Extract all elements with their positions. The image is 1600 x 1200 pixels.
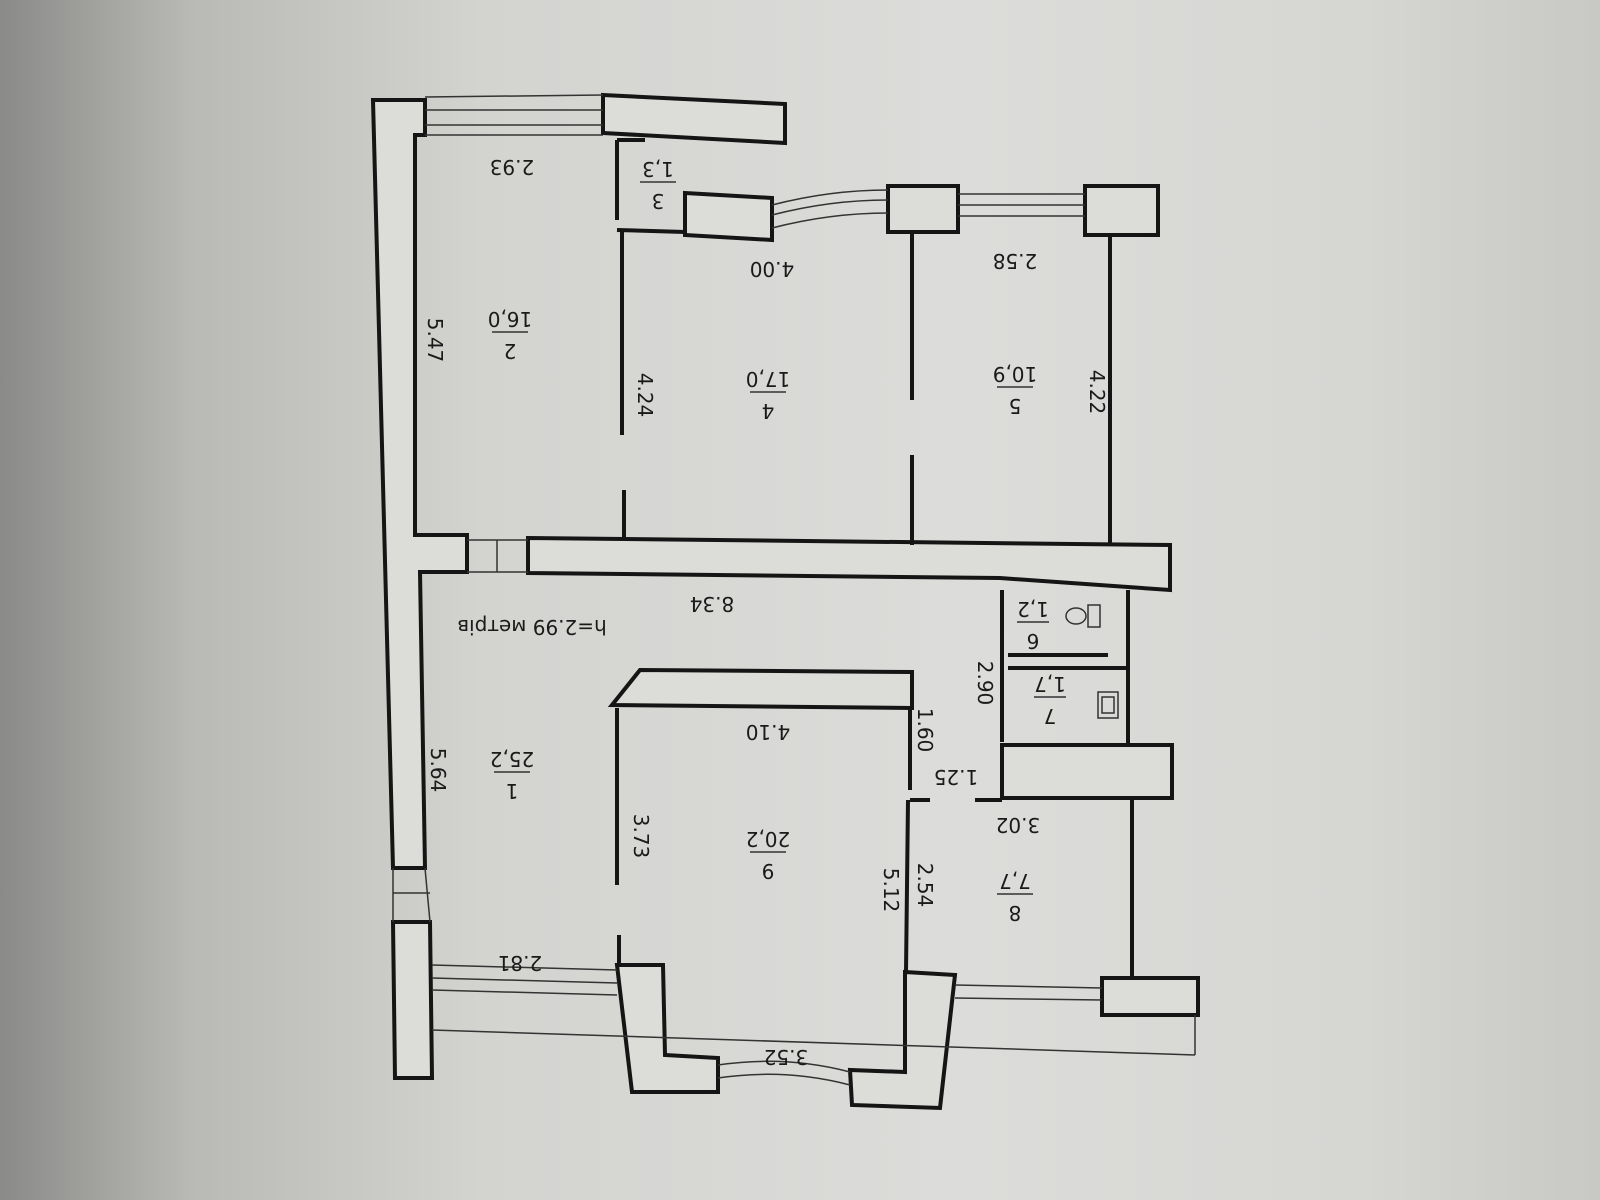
svg-text:5: 5 [1009, 394, 1022, 418]
room-4-label: 4 17,0 [746, 367, 791, 423]
room-3-label: 3 1,3 [640, 157, 676, 213]
svg-text:17,0: 17,0 [746, 367, 791, 391]
labels: h=2.99 метрів 1 25,2 2 16,0 3 1,3 4 17,0… [423, 155, 1119, 1069]
svg-text:16,0: 16,0 [488, 307, 533, 331]
svg-text:9: 9 [762, 859, 775, 883]
dim-3-02: 3.02 [996, 813, 1041, 837]
walls [370, 92, 1200, 1111]
room-9-label: 9 20,2 [746, 827, 791, 883]
svg-text:1,7: 1,7 [1034, 672, 1066, 696]
dim-5-47: 5.47 [423, 318, 447, 363]
room-7-label: 7 1,7 [1034, 672, 1066, 728]
dim-4-24: 4.24 [633, 373, 657, 418]
room-1-label: 1 25,2 [490, 747, 535, 803]
svg-text:10,9: 10,9 [993, 362, 1038, 386]
room-8-label: 8 7,7 [997, 869, 1033, 925]
svg-text:3: 3 [652, 189, 665, 213]
dim-2-54: 2.54 [913, 863, 937, 908]
ceiling-height-label: h=2.99 метрів [457, 615, 606, 639]
dim-8-34: 8.34 [690, 592, 735, 616]
svg-text:20,2: 20,2 [746, 827, 791, 851]
dim-2-81: 2.81 [498, 951, 543, 975]
svg-text:8: 8 [1009, 901, 1022, 925]
dim-3-52: 3.52 [764, 1045, 809, 1069]
dim-3-73: 3.73 [629, 814, 653, 859]
room-2-label: 2 16,0 [488, 307, 533, 363]
dim-2-90: 2.90 [973, 661, 997, 706]
dim-5-12: 5.12 [879, 868, 903, 913]
svg-text:6: 6 [1027, 629, 1040, 653]
svg-text:1,2: 1,2 [1017, 597, 1049, 621]
dim-2-93: 2.93 [490, 155, 535, 179]
dim-1-25: 1.25 [934, 765, 979, 789]
dim-2-58: 2.58 [993, 249, 1038, 273]
windows [392, 94, 1196, 1086]
svg-text:2: 2 [504, 339, 517, 363]
dim-4-22: 4.22 [1085, 370, 1109, 415]
room-6-label: 6 1,2 [1017, 597, 1049, 653]
room-5-label: 5 10,9 [993, 362, 1038, 418]
sink-icon [1097, 691, 1119, 719]
svg-text:4: 4 [762, 399, 775, 423]
svg-text:1,3: 1,3 [642, 157, 674, 181]
dim-4-00: 4.00 [750, 257, 795, 281]
svg-text:25,2: 25,2 [490, 747, 535, 771]
svg-text:7,7: 7,7 [999, 869, 1031, 893]
svg-text:7: 7 [1044, 704, 1057, 728]
dim-1-60: 1.60 [913, 708, 937, 753]
toilet-icon [1065, 604, 1101, 628]
dim-5-64: 5.64 [426, 748, 450, 793]
partitions [615, 138, 1134, 978]
svg-text:1: 1 [506, 779, 519, 803]
dim-4-10: 4.10 [746, 720, 791, 744]
